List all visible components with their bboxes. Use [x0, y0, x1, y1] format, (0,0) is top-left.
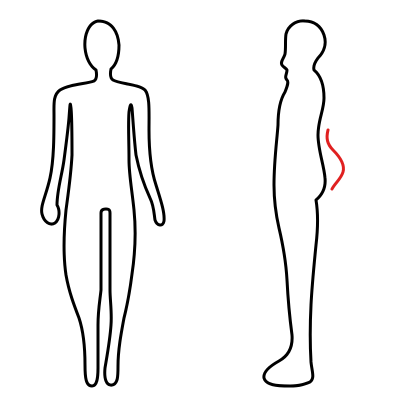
side-figure-outline [262, 19, 327, 388]
lower-back-highlight [325, 128, 345, 191]
front-figure-outline [40, 19, 166, 388]
side-view-figure [262, 19, 345, 388]
front-view-figure [40, 19, 166, 388]
